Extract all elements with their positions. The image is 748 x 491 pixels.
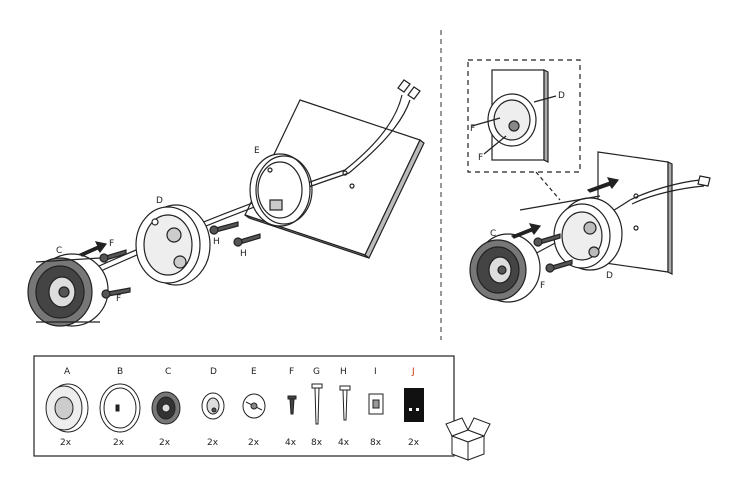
part-letter: E [251,367,257,377]
mount-ring-icon [202,393,224,419]
part-qty: 8x [311,438,323,448]
part-letter: I [374,367,377,377]
callout-f1-inset: F [470,124,475,134]
part-d: D 2x [202,367,224,448]
clip-icon [369,394,383,414]
callout-d-right: D [606,271,613,281]
speaker-icon [46,384,88,432]
part-a: A 2x [46,367,88,448]
speaker-c [28,254,108,326]
callout-f2-left: F [116,294,121,304]
part-f: F 4x [285,367,297,448]
part-qty: 2x [113,438,125,448]
screw-icon [340,386,350,420]
mount-ring-d [136,205,210,285]
parts-list: A 2x B 2x C 2x [46,367,424,448]
callout-h1-left: H [213,237,220,247]
part-qty: 2x [159,438,171,448]
grille-icon [100,384,140,432]
callout-c-left: C [56,246,62,256]
long-screw-icon [312,384,322,424]
callout-d-left: D [156,196,163,206]
part-qty: 4x [285,438,297,448]
right-view [468,60,710,302]
part-letter: A [64,367,71,377]
part-letter: B [117,367,123,377]
part-letter: G [313,367,320,377]
part-g: G 8x [311,367,323,448]
callout-c-right: C [490,229,496,239]
inset-wall [472,70,556,162]
part-letter: C [165,367,171,377]
part-qty: 4x [338,438,350,448]
part-qty: 2x [60,438,72,448]
callout-f2-inset: F [478,153,483,163]
part-qty: 2x [408,438,420,448]
part-b: B 2x [100,367,140,448]
part-qty: 8x [370,438,382,448]
callout-d-inset: D [558,91,565,101]
callout-f-right: F [540,281,545,291]
callout-f1-left: F [109,239,114,249]
left-exploded-view [28,80,424,326]
callout-e-left: E [254,146,260,156]
template-icon [404,388,424,422]
part-i: I 8x [369,367,383,448]
part-j: J 2x [404,367,424,448]
short-screw-icon [288,396,296,414]
part-qty: 2x [248,438,260,448]
callout-h2-left: H [240,249,247,259]
part-letter: H [340,367,347,377]
part-letter: J [411,367,415,377]
speaker-assembly-icon [152,392,180,424]
part-letter: F [289,367,294,377]
part-qty: 2x [207,438,219,448]
box-icon [446,418,490,460]
part-c: C 2x [152,367,180,448]
bracket-e [250,154,312,226]
part-h: H 4x [338,367,350,448]
part-e: E 2x [243,367,265,448]
speaker-right [470,234,540,302]
part-letter: D [210,367,217,377]
bracket-icon [243,394,265,418]
